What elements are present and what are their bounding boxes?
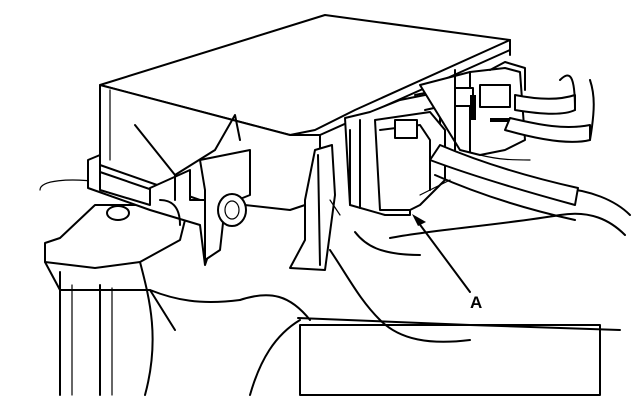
callout-label-a: A (470, 293, 483, 312)
connector-assembly (344, 61, 595, 221)
body-panel (39, 179, 631, 396)
control-unit (87, 14, 511, 271)
callout-a-leader (412, 214, 471, 293)
